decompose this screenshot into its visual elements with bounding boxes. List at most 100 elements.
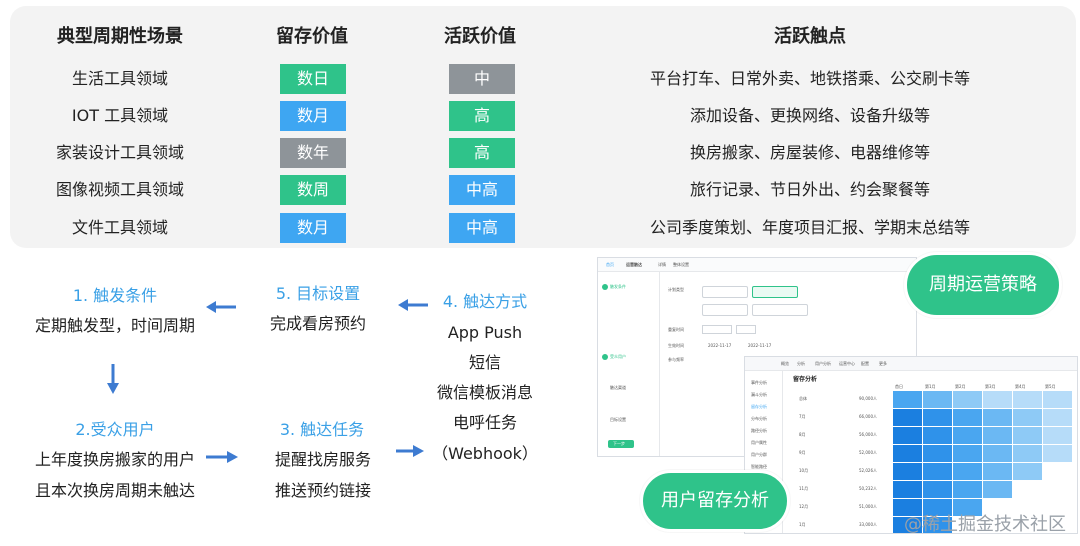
strategy-topbar: 首页 运营触达 详情 整体设置	[598, 258, 916, 272]
heatmap-cell[interactable]	[1013, 427, 1043, 445]
heatmap-cell[interactable]	[983, 463, 1013, 481]
field-repeat: 重复时间	[668, 327, 684, 332]
row-label: 9月	[799, 450, 806, 455]
heatmap-cell[interactable]	[953, 499, 983, 517]
option-card[interactable]	[702, 286, 748, 298]
sidebar-item[interactable]: 路径分析	[751, 428, 767, 433]
strategy-label: 周期运营策略	[904, 252, 1062, 318]
heatmap-cell[interactable]	[983, 427, 1013, 445]
row-total: 51,000人	[859, 504, 877, 509]
heatmap-cell[interactable]	[893, 427, 923, 445]
header-scene: 典型周期性场景	[57, 26, 183, 47]
repeat-select[interactable]	[736, 325, 756, 334]
sidebar-item[interactable]: 分布分析	[751, 416, 767, 421]
heatmap-cell[interactable]	[983, 481, 1013, 499]
heatmap-cell[interactable]	[923, 409, 953, 427]
section-audience[interactable]: 受众用户	[610, 354, 626, 359]
section-goal[interactable]: 目标设置	[610, 417, 626, 422]
step4-item-call: 电呼任务	[452, 413, 517, 432]
arrow-left-icon	[398, 299, 428, 311]
sidebar-item[interactable]: 用户分群	[751, 452, 767, 457]
breadcrumb-detail[interactable]: 详情	[658, 262, 666, 267]
heatmap-cell[interactable]	[953, 481, 983, 499]
heatmap-cell[interactable]	[953, 463, 983, 481]
sidebar-item[interactable]: 智能路径	[751, 464, 767, 469]
scene-cell: 生活工具领域	[71, 69, 168, 88]
heatmap-cell[interactable]	[923, 427, 953, 445]
end-date[interactable]: 2022-11-17	[748, 343, 772, 348]
heatmap-cell[interactable]	[1013, 409, 1043, 427]
option-card[interactable]	[702, 304, 748, 316]
sidebar-item[interactable]: 事件分析	[751, 380, 767, 385]
heatmap-cell[interactable]	[893, 499, 923, 517]
step3-line1: 提醒找房服务	[274, 450, 371, 469]
heatmap-cell[interactable]	[1043, 391, 1073, 409]
heatmap-cell[interactable]	[1013, 445, 1043, 463]
heatmap-cell[interactable]	[893, 481, 923, 499]
arrow-right-icon	[396, 445, 424, 457]
activity-pill: 中	[449, 64, 515, 94]
heatmap-cell[interactable]	[923, 499, 953, 517]
activity-pill: 高	[449, 101, 515, 131]
touchpoints-cell: 旅行记录、节日外出、约会聚餐等	[689, 180, 930, 199]
step1-body: 定期触发型，时间周期	[34, 316, 195, 335]
heatmap-cell[interactable]	[1043, 427, 1073, 445]
heatmap-cell[interactable]	[923, 481, 953, 499]
heatmap-cell[interactable]	[953, 445, 983, 463]
section-trigger[interactable]: 触发条件	[610, 284, 626, 289]
sidebar-item[interactable]: 用户属性	[751, 440, 767, 445]
step-dot-icon	[602, 354, 608, 360]
step5-body: 完成看房预约	[269, 314, 366, 333]
heatmap-cell[interactable]	[953, 427, 983, 445]
heatmap-cell[interactable]	[923, 517, 953, 533]
row-label: 11月	[799, 486, 809, 491]
repeat-select[interactable]	[702, 325, 732, 334]
strategy-steps: 触发条件 受众用户 触达渠道 目标设置 下一步	[598, 272, 660, 456]
start-date[interactable]: 2022-11-17	[708, 343, 732, 348]
table-row: 文件工具领域数月中高公司季度策划、年度项目汇报、学期末总结等	[10, 213, 1076, 243]
field-effective: 生效时间	[668, 343, 684, 348]
heatmap-cell[interactable]	[953, 391, 983, 409]
heatmap-cell[interactable]	[893, 463, 923, 481]
heatmap-cell[interactable]	[893, 517, 923, 533]
heatmap-cell[interactable]	[983, 445, 1013, 463]
step1-title: 1. 触发条件	[72, 286, 158, 305]
row-total: 33,000人	[859, 522, 877, 527]
heatmap-cell[interactable]	[1043, 409, 1073, 427]
heatmap-cell[interactable]	[893, 445, 923, 463]
sidebar-item[interactable]: 留存分析	[751, 404, 767, 409]
option-card[interactable]	[752, 304, 808, 316]
sidebar-item[interactable]: 漏斗分析	[751, 392, 767, 397]
nav-config[interactable]: 配置	[861, 361, 869, 366]
row-total: 50,232人	[859, 486, 877, 491]
heatmap-cell[interactable]	[1013, 463, 1043, 481]
nav-user-analysis[interactable]: 用户分析	[815, 361, 831, 366]
retention-pill: 数周	[280, 175, 346, 205]
activity-pill: 中高	[449, 213, 515, 243]
heatmap-cell[interactable]	[953, 409, 983, 427]
breadcrumb-home[interactable]: 首页	[606, 262, 614, 267]
touchpoints-cell: 添加设备、更换网络、设备升级等	[689, 106, 930, 125]
heatmap-cell[interactable]	[983, 391, 1013, 409]
retention-pill: 数年	[280, 138, 346, 168]
heatmap-cell[interactable]	[923, 391, 953, 409]
heatmap-cell[interactable]	[923, 445, 953, 463]
nav-overview[interactable]: 概览	[781, 361, 789, 366]
section-channel[interactable]: 触达渠道	[610, 385, 626, 390]
heatmap-cell[interactable]	[1013, 391, 1043, 409]
nav-ops[interactable]: 运营中心	[839, 361, 855, 366]
heatmap-cell[interactable]	[893, 391, 923, 409]
nav-more[interactable]: 更多	[879, 361, 887, 366]
heatmap-cell[interactable]	[923, 463, 953, 481]
heatmap-cell[interactable]	[1043, 445, 1073, 463]
nav-analysis[interactable]: 分析	[797, 361, 805, 366]
next-button-label: 下一步	[613, 441, 625, 446]
breadcrumb-settings[interactable]: 整体设置	[673, 262, 689, 267]
next-button[interactable]: 下一步	[608, 440, 634, 448]
heatmap-cell[interactable]	[983, 409, 1013, 427]
touchpoints-cell: 换房搬家、房屋装修、电器维修等	[689, 143, 930, 162]
option-card-selected[interactable]	[752, 286, 798, 298]
step2-title: 2.受众用户	[75, 420, 155, 439]
breadcrumb-page: 运营触达	[626, 262, 642, 267]
heatmap-cell[interactable]	[893, 409, 923, 427]
